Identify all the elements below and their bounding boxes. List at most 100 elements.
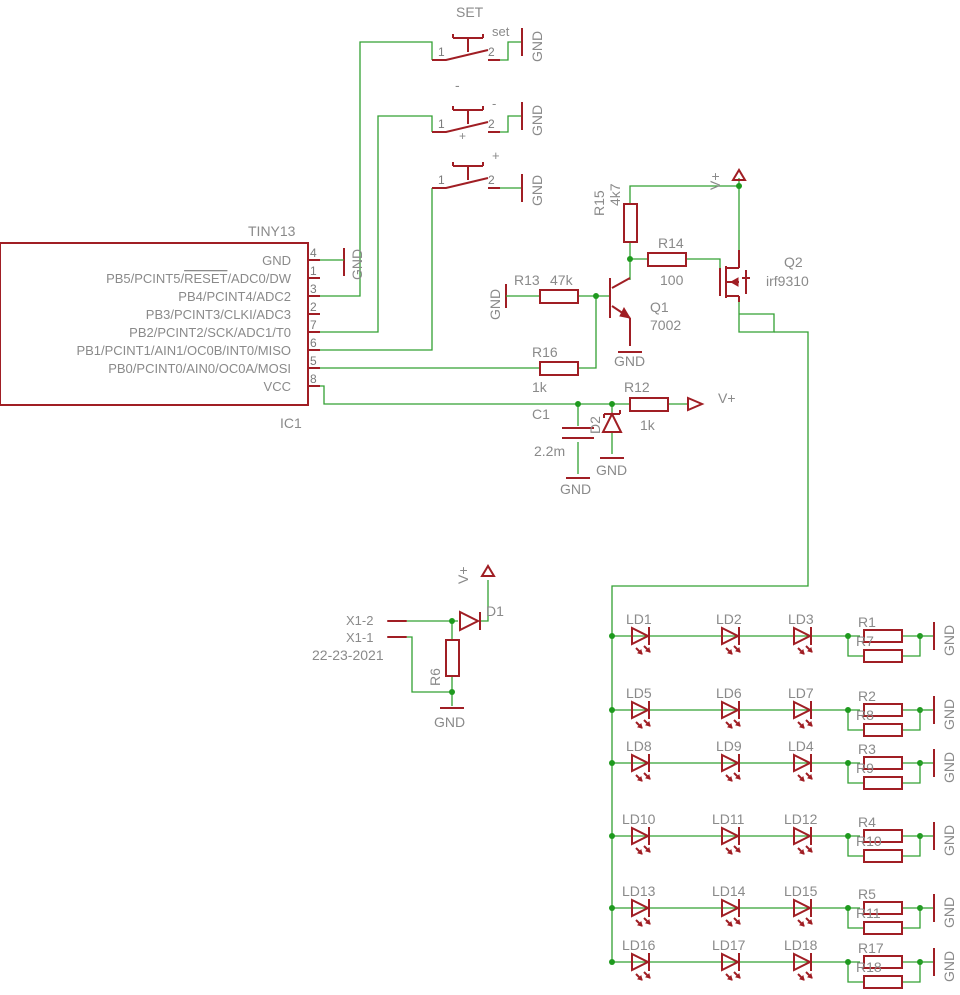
c1-value: 2.2m [534,443,565,459]
gnd-label-r6: GND [434,714,465,730]
ic-pin-number: 1 [310,264,317,278]
junctions-upper [575,183,742,407]
ic-pin-label: VCC [264,379,291,394]
button-plus-pin2: 2 [488,173,495,187]
led-ld3: LD3 [788,611,814,655]
ic-pin-number: 8 [310,372,317,386]
resistor-bottom-label: R11 [856,905,881,921]
led-ld14: LD14 [712,883,746,927]
button-plus: + 1 2 [432,148,500,189]
ic-pin-label: PB4/PCINT4/ADC2 [178,289,291,304]
button-set: SET set 1 2 [432,4,510,61]
led-label: LD5 [626,685,652,701]
ic-pin-label: PB2/PCINT2/SCK/ADC1/T0 [129,325,291,340]
junctions-lower [449,618,455,695]
gnd-label-led-row: GND [941,897,957,928]
button-minus: - - + 1 2 [432,77,500,143]
ic-ref: IC1 [280,415,302,431]
ground-symbols-top: GND GND GND GND GND [320,28,545,320]
resistor-top [863,629,903,643]
led-ld10: LD10 [622,811,656,855]
resistor-bottom [863,776,903,790]
r12-ref: R12 [624,379,650,395]
led-ld2: LD2 [716,611,742,655]
x1-pin-a: X1-2 [346,613,373,628]
gnd-label-set: GND [529,31,545,62]
button-minus-mark: + [459,129,466,143]
button-minus-pin2: 2 [488,117,495,131]
ic-pin-number: 3 [310,282,317,296]
led-ld16: LD16 [622,937,656,981]
led-label: LD9 [716,738,742,754]
led-label: LD16 [622,937,656,953]
vplus-label-d1: V+ [455,566,471,584]
gnd-label-plus: GND [529,175,545,206]
resistor-r13: R13 47k [514,272,579,304]
resistor-bottom [863,921,903,935]
vplus-label-top: V+ [707,172,723,190]
gnd-label-d2: GND [596,462,627,478]
gnd-label-led-row: GND [941,825,957,856]
resistor-bottom-label: R9 [856,760,874,776]
button-set-pin2: 2 [488,45,495,59]
led-ld8: LD8 [626,738,652,782]
ic-name: TINY13 [248,223,296,239]
led-label: LD18 [784,937,818,953]
r6-ref: R6 [427,668,443,686]
led-label: LD6 [716,685,742,701]
resistor-bottom-label: R7 [856,633,874,649]
connector-x1: X1-2 X1-1 22-23-2021 [312,613,407,663]
resistor-top-label: R4 [858,814,876,830]
ic-pin-number: 7 [310,318,317,332]
led-label: LD7 [788,685,814,701]
resistor-bottom-label: R10 [856,833,882,849]
q1-ref: Q1 [650,299,669,315]
resistor-top-label: R3 [858,741,876,757]
led-ld18: LD18 [784,937,818,981]
resistor-top [863,955,903,969]
gnd-label-c1: GND [560,481,591,497]
r12-value: 1k [640,417,656,433]
led-ld6: LD6 [716,685,742,729]
ic-pin-number: 6 [310,336,317,350]
r16-ref: R16 [532,344,558,360]
gnd-label-minus: GND [529,105,545,136]
led-label: LD11 [712,811,745,827]
led-label: LD10 [622,811,656,827]
r14-value: 100 [660,272,684,288]
gnd-label-led-row: GND [941,625,957,656]
q2-ref: Q2 [784,254,803,270]
supply-vplus-right: V+ [687,390,736,412]
resistor-top [863,703,903,717]
resistor-r14: R14 100 [647,235,687,288]
led-label: LD4 [788,738,814,754]
gnd-label-r13: GND [487,289,503,320]
gnd-label-ic: GND [349,249,365,280]
date-label: 22-23-2021 [312,647,384,663]
resistor-r6: R6 GND [427,639,465,730]
led-label: LD17 [712,937,746,953]
led-label: LD14 [712,883,746,899]
r14-ref: R14 [658,235,684,251]
led-label: LD13 [622,883,656,899]
resistor-top-label: R17 [858,940,884,956]
r13-ref: R13 [514,272,540,288]
resistor-top-label: R2 [858,688,876,704]
led-label: LD3 [788,611,814,627]
q2-value: irf9310 [766,273,809,289]
resistor-bottom [863,975,903,989]
led-ld17: LD17 [712,937,746,981]
r15-value: 4k7 [607,183,623,206]
resistor-top-label: R5 [858,886,876,902]
ic-pin-label-reset: PB5/PCINT5/RESET/ADC0/DW [106,271,292,286]
resistor-r12: R12 1k [624,379,669,433]
led-ld4: LD4 [788,738,814,782]
resistor-bottom [863,649,903,663]
